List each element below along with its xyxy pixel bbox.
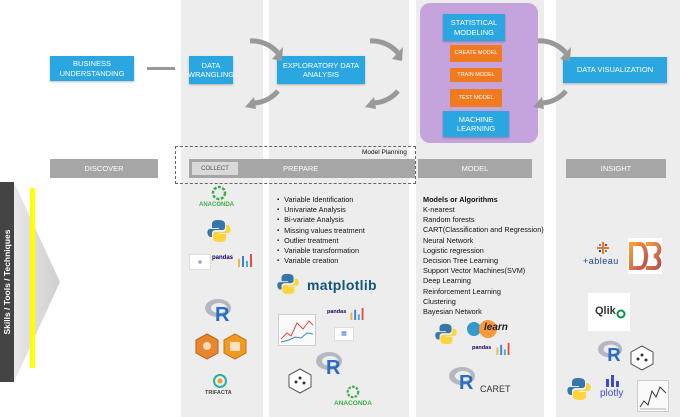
list-item: Univariate Analysis: [277, 205, 365, 215]
svg-text:R: R: [607, 344, 621, 364]
tidyr-hex-icon: [223, 333, 247, 365]
train-model-box: TRAIN MODEL: [450, 68, 502, 82]
pandas-logo-text: pandas: [472, 345, 492, 351]
plot-thumbnail-icon: [637, 380, 669, 412]
statistical-modeling-box: STATISTICAL MODELING: [443, 14, 505, 41]
phase-discover: DISCOVER: [50, 159, 158, 178]
list-item: Bayesian Network: [423, 307, 482, 317]
list-item: Variable Identification: [277, 195, 365, 205]
list-item: Neural Network: [423, 235, 474, 245]
phase-collect: COLLECT: [192, 162, 238, 175]
eda-box: EXPLORATORY DATA ANALYSIS: [277, 56, 365, 84]
cycle-arrow-3-icon: [532, 33, 572, 111]
list-item: Logistic regression: [423, 245, 484, 255]
learn-logo-text: learn: [484, 322, 508, 333]
anaconda-logo-text: ANACONDA: [199, 202, 234, 208]
skills-arrow: [0, 182, 60, 387]
dash-arrow: [147, 67, 175, 70]
list-item: Support Vector Machines(SVM): [423, 266, 526, 276]
trifacta-logo-text: TRIFACTA: [205, 390, 232, 396]
python-icon: [434, 322, 458, 351]
numpy-icon: ▦: [334, 327, 354, 341]
qlik-q-icon: [616, 306, 626, 324]
list-item: CART(Classification and Regression): [423, 225, 544, 235]
phase-prepare-label: PREPARE: [283, 164, 319, 173]
svg-text:R: R: [459, 372, 474, 392]
machine-learning-box: MACHINE LEARNING: [443, 111, 509, 137]
business-understanding-box: BUSINESS UNDERSTANDING: [50, 56, 134, 81]
matplotlib-logo-text: matplotlib: [307, 277, 377, 293]
phase-insight: INSIGHT: [566, 159, 666, 178]
cycle-arrow-1-icon: [244, 33, 284, 111]
cycle-arrow-2-icon: [364, 33, 404, 111]
models-title: Models or Algorithms: [423, 195, 498, 204]
ggplot2-hex-icon: [288, 368, 312, 399]
anaconda-icon: [211, 185, 227, 206]
python-icon: [566, 376, 592, 407]
prepare-technique-list: Variable Identification Univariate Analy…: [277, 195, 365, 266]
caret-logo-text: CARET: [480, 384, 511, 394]
list-item: Variable creation: [277, 256, 365, 266]
list-item: Missing values treatment: [277, 226, 365, 236]
data-wrangling-box: DATA WRANGLING: [188, 56, 234, 84]
r-logo-icon: R: [204, 296, 234, 329]
r-logo-icon: R: [315, 349, 345, 382]
dplyr-hex-icon: [195, 333, 219, 365]
plotly-logo-text: plotly: [600, 388, 624, 399]
r-logo-icon: R: [448, 364, 478, 397]
svg-text:R: R: [215, 304, 230, 324]
model-algorithm-list: K-nearest Random forests CART(Classifica…: [423, 205, 544, 317]
pandas-chart-icon: [236, 253, 254, 267]
create-model-box: CREATE MODEL: [450, 45, 502, 62]
test-model-box: TEST MODEL: [450, 89, 502, 107]
anaconda-icon: [346, 385, 360, 404]
model-planning-label: Model Planning: [362, 149, 407, 156]
phase-model: MODEL: [418, 159, 532, 178]
list-item: Decision Tree Learning: [423, 256, 499, 266]
list-item: K-nearest: [423, 205, 455, 214]
skills-label: Skills / Tools / Techniques: [2, 229, 12, 335]
python-icon: [206, 218, 232, 249]
list-item: Random forests: [423, 215, 475, 225]
tool-strip-numpy-icon: ▦: [189, 254, 211, 270]
list-item: Clustering: [423, 296, 456, 306]
anaconda-logo-text: ANACONDA: [334, 400, 372, 407]
list-item: Deep Learning: [423, 276, 471, 286]
tableau-icon: [597, 241, 609, 259]
pandas-logo-text: pandas: [327, 309, 347, 315]
list-item: Outlier treatment: [277, 236, 365, 246]
pandas-logo-text: pandas: [212, 255, 234, 261]
tableau-logo-text: +ableau: [583, 256, 619, 266]
pandas-chart-icon: [494, 342, 512, 355]
phase-prepare: PREPARE: [189, 159, 415, 178]
scikit-learn-icon: [466, 318, 516, 345]
plot-thumbnail-icon: [278, 314, 316, 346]
trifacta-icon: [211, 373, 229, 394]
ggplot2-hex-icon: [630, 345, 654, 376]
list-item: Bi-variate Analysis: [277, 215, 365, 225]
list-item: Variable transformation: [277, 246, 365, 256]
r-logo-icon: R: [597, 338, 625, 369]
python-icon: [276, 272, 300, 301]
qlik-logo-text: Qlik: [595, 305, 616, 317]
list-item: Reinforcement Learning: [423, 286, 501, 296]
d3-logo: [628, 238, 662, 274]
model-planning-region: [175, 146, 416, 184]
data-visualization-box: DATA VISUALIZATION: [563, 57, 667, 83]
plotly-icon: [604, 373, 622, 392]
pandas-chart-icon: [348, 307, 366, 320]
svg-text:R: R: [326, 357, 341, 377]
